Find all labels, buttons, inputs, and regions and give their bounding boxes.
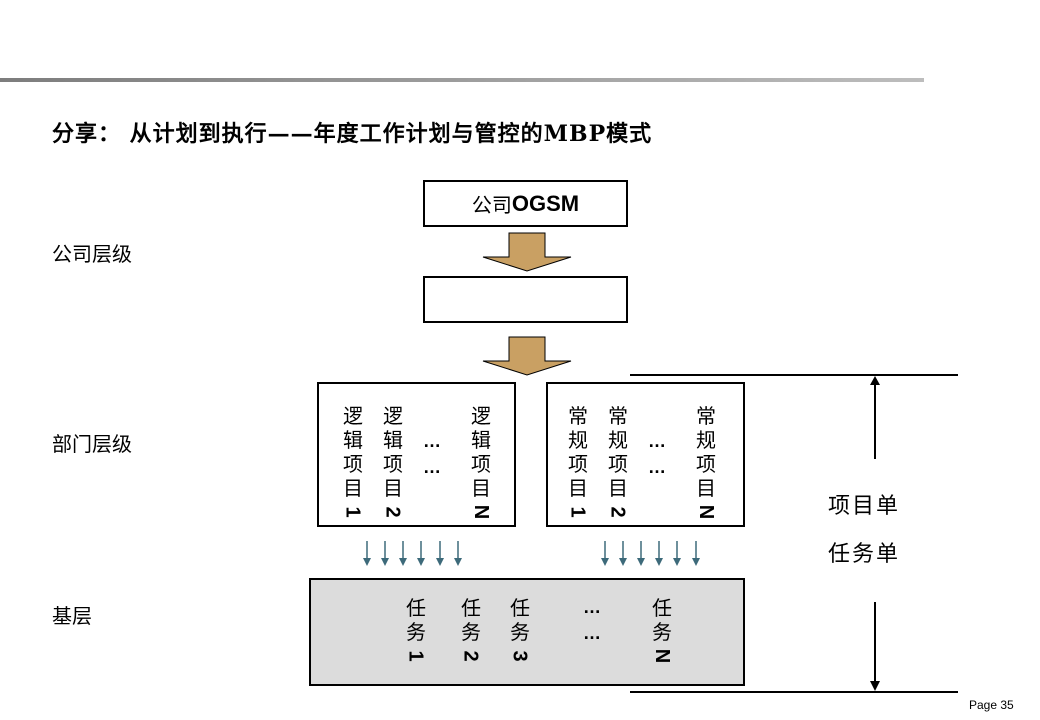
small-arrows-left	[363, 541, 462, 566]
down-arrow-icon	[417, 541, 425, 566]
task-number: N	[650, 648, 673, 664]
project-number: 2	[382, 506, 404, 518]
task-list-label: 任务单	[828, 542, 901, 567]
char: 任	[461, 596, 481, 620]
char: 目	[568, 476, 588, 500]
char: 项	[343, 452, 363, 476]
logic-project-2: 逻 辑 项 目 2	[382, 404, 404, 522]
down-arrow-icon	[399, 541, 407, 566]
char: 任	[652, 596, 672, 620]
char: 务	[510, 620, 530, 644]
bracket-bottom-line	[630, 691, 958, 693]
task-number: 3	[509, 650, 531, 662]
routine-project-2: 常 规 项 目 2	[607, 404, 629, 522]
down-arrow-icon	[482, 336, 572, 376]
routine-project-n: 常 规 项 目 N	[694, 404, 717, 522]
page-number: Page 35	[969, 698, 1014, 712]
task-n: 任 务 N	[650, 596, 673, 666]
char: 逻	[471, 404, 491, 428]
routine-project-1: 常 规 项 目 1	[567, 404, 589, 522]
ellipsis-line: …	[423, 431, 442, 451]
char: 目	[383, 476, 403, 500]
down-arrow-icon	[637, 541, 645, 566]
level-label-base: 基层	[52, 604, 92, 628]
down-arrow-icon	[673, 541, 681, 566]
company-ogsm-label-cn: 公司	[471, 193, 512, 217]
char: 常	[608, 404, 628, 428]
project-number: N	[469, 504, 492, 520]
project-number: N	[694, 504, 717, 520]
project-number: 2	[607, 506, 629, 518]
routine-projects-box: 常 规 项 目 1 常 规 项 目 2 … … 常 规 项 目 N	[546, 382, 745, 527]
char: 辑	[383, 428, 403, 452]
task-3: 任 务 3	[509, 596, 531, 666]
char: 项	[608, 452, 628, 476]
task-number: 1	[405, 650, 427, 662]
char: 规	[568, 428, 588, 452]
ellipsis: … …	[648, 428, 667, 480]
tasks-box: 任 务 1 任 务 2 任 务 3 … … 任 务 N	[309, 578, 745, 686]
down-arrow-icon	[436, 541, 444, 566]
char: 项	[696, 452, 716, 476]
header-divider	[0, 78, 924, 82]
char: 规	[608, 428, 628, 452]
level-label-company: 公司层级	[52, 242, 132, 266]
task-2: 任 务 2	[460, 596, 482, 666]
ellipsis: … …	[583, 594, 602, 646]
down-arrow-icon	[601, 541, 609, 566]
down-arrow-icon	[482, 232, 572, 272]
char: 辑	[343, 428, 363, 452]
logic-projects-box: 逻 辑 项 目 1 逻 辑 项 目 2 … … 逻 辑 项 目 N	[317, 382, 516, 527]
ellipsis-line: …	[583, 623, 602, 643]
slide-title: 分享： 从计划到执行——年度工作计划与管控的MBP模式	[52, 121, 653, 147]
char: 目	[608, 476, 628, 500]
intermediate-box	[423, 276, 628, 323]
down-arrow-icon	[870, 602, 880, 691]
char: 务	[406, 620, 426, 644]
char: 任	[510, 596, 530, 620]
down-arrow-icon	[692, 541, 700, 566]
company-ogsm-label-en: OGSM	[511, 190, 580, 216]
project-number: 1	[567, 506, 589, 518]
logic-project-1: 逻 辑 项 目 1	[342, 404, 364, 522]
small-arrows-right	[601, 541, 700, 566]
task-number: 2	[460, 650, 482, 662]
down-arrow-icon	[381, 541, 389, 566]
ellipsis-line: …	[423, 457, 442, 477]
char: 务	[461, 620, 481, 644]
ellipsis-line: …	[648, 431, 667, 451]
char: 务	[652, 620, 672, 644]
char: 规	[696, 428, 716, 452]
bracket-top-line	[630, 374, 958, 376]
char: 常	[696, 404, 716, 428]
char: 常	[568, 404, 588, 428]
char: 逻	[383, 404, 403, 428]
task-1: 任 务 1	[405, 596, 427, 666]
logic-project-n: 逻 辑 项 目 N	[469, 404, 492, 522]
char: 逻	[343, 404, 363, 428]
ellipsis: … …	[423, 428, 442, 480]
down-arrow-icon	[619, 541, 627, 566]
char: 目	[696, 476, 716, 500]
ellipsis-line: …	[648, 457, 667, 477]
down-arrow-icon	[363, 541, 371, 566]
char: 目	[471, 476, 491, 500]
char: 项	[471, 452, 491, 476]
char: 目	[343, 476, 363, 500]
char: 项	[383, 452, 403, 476]
level-label-department: 部门层级	[52, 432, 132, 456]
down-arrow-icon	[454, 541, 462, 566]
project-number: 1	[342, 506, 364, 518]
char: 辑	[471, 428, 491, 452]
up-arrow-icon	[870, 376, 880, 459]
project-list-label: 项目单	[828, 494, 901, 519]
char: 项	[568, 452, 588, 476]
ellipsis-line: …	[583, 597, 602, 617]
down-arrow-icon	[655, 541, 663, 566]
char: 任	[406, 596, 426, 620]
